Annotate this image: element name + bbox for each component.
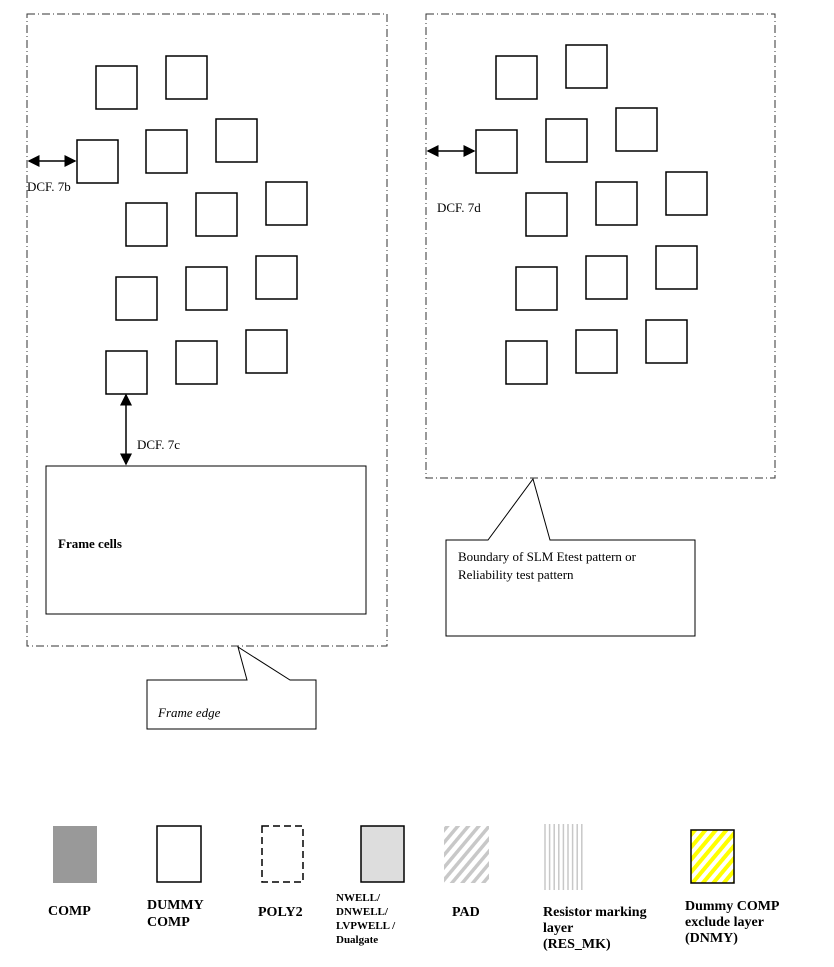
legend-comp-label: COMP [48,904,91,919]
legend-nwell-label-2: DNWELL/ [336,906,389,918]
legend: COMP DUMMY COMP POLY2 NWELL/ DNWELL/ LVP… [48,824,780,952]
dummy-comp-square [585,255,628,300]
dcf-7b-label: DCF. 7b [27,179,71,194]
legend-res-mk-swatch [544,824,583,890]
legend-res-mk-label-1: Resistor marking [543,905,647,920]
dummy-comp-square [665,171,708,216]
frame-boundary-left [26,13,388,647]
dummy-comp-square [76,139,119,184]
dummy-comp-square [125,202,168,247]
dummy-comp-square [115,276,158,321]
legend-pad-label: PAD [452,905,480,920]
dummy-comp-square [185,266,228,311]
legend-comp-swatch [53,826,97,883]
legend-nwell-label-4: Dualgate [336,934,378,946]
legend-res-mk-label-2: layer [543,921,573,936]
dummy-comp-square [645,319,688,364]
dummy-comp-square [515,266,558,311]
legend-nwell-label-3: LVPWELL / [336,920,396,932]
legend-res-mk-label-3: (RES_MK) [543,937,611,952]
legend-dummy-comp-label-1: DUMMY [147,898,204,913]
frame-edge-label: Frame edge [157,705,221,720]
dummy-comp-square [195,192,238,237]
dummy-comp-square [175,340,218,385]
frame-cells-label: Frame cells [58,536,122,551]
dummy-comp-square [215,118,258,163]
dummy-comp-square [105,350,148,395]
boundary-callout [445,477,696,637]
dummy-comp-square [595,181,638,226]
dcf-7d-label: DCF. 7d [437,200,481,215]
legend-poly2-label: POLY2 [258,905,303,920]
frame-boundary-right [425,13,776,479]
dummy-comp-square [265,181,308,226]
dcf-7c-label: DCF. 7c [137,437,180,452]
legend-pad-swatch [444,826,489,883]
dummy-comp-square [255,255,298,300]
dummy-comp-square [655,245,698,290]
dummy-comp-square [575,329,618,374]
dummy-comp-square [95,65,138,110]
legend-dnmy-label-3: (DNMY) [685,931,738,946]
dummy-comp-square [495,55,538,100]
dummy-comp-square [525,192,568,237]
dummy-comp-square [505,340,548,385]
frame-cells-box [45,465,367,615]
legend-dnmy-label-1: Dummy COMP [685,899,780,914]
boundary-callout-line1: Boundary of SLM Etest pattern or [458,549,637,564]
legend-nwell-label-1: NWELL/ [336,892,381,904]
dummy-comp-square [615,107,658,152]
dummy-comp-square [565,44,608,89]
dummy-comp-square [165,55,208,100]
dummy-comp-array-left [76,55,308,395]
legend-dummy-comp-swatch [156,825,202,883]
legend-poly2-swatch [261,825,304,883]
dummy-comp-square [245,329,288,374]
dummy-comp-square [545,118,588,163]
legend-dnmy-label-2: exclude layer [685,915,764,930]
dummy-comp-square [475,129,518,174]
legend-nwell-swatch [360,825,405,883]
dummy-comp-array-right [475,44,708,385]
frame-edge-callout [146,645,317,730]
legend-dnmy-swatch [690,829,735,884]
dummy-comp-square [145,129,188,174]
legend-dummy-comp-label-2: COMP [147,915,190,930]
boundary-callout-line2: Reliability test pattern [458,567,574,582]
